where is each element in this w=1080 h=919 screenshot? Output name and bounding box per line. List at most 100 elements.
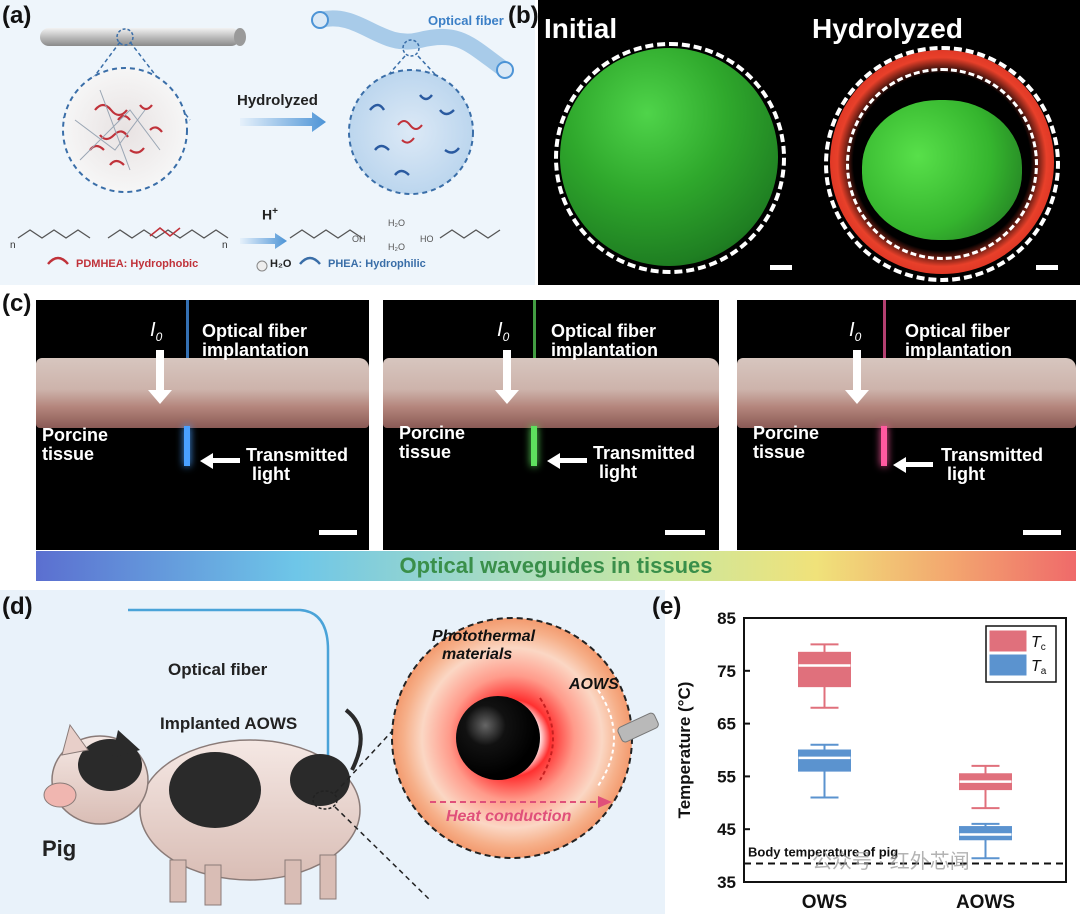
- optical-fiber-line: [128, 608, 330, 780]
- y-tick-label: 65: [717, 715, 736, 734]
- box-T_a: [798, 749, 851, 772]
- y-tick-label: 45: [717, 820, 736, 839]
- hplus-arrow: [240, 233, 287, 249]
- panel-e-label: (e): [652, 593, 682, 620]
- phea-label: PHEA: Hydrophilic: [328, 258, 426, 270]
- scale-bar-initial: [770, 265, 792, 270]
- scale-bar-c2: [665, 530, 705, 535]
- pig-label: Pig: [42, 836, 77, 861]
- porcine-tissue: [737, 358, 1076, 428]
- transmitted-arrow: [212, 458, 240, 463]
- straight-fiber: [40, 28, 240, 46]
- aows-probe: [617, 712, 659, 743]
- legend-label: Tc: [1031, 634, 1046, 653]
- y-tick-label: 35: [717, 873, 736, 892]
- y-tick-label: 85: [717, 609, 736, 628]
- watermark-text: 公众号 · 红外芯闻: [812, 850, 970, 873]
- dashed-boundary-inner: [846, 68, 1038, 260]
- transmitted-light-beam: [881, 426, 887, 466]
- hydrolyzed-arrow: [240, 112, 326, 132]
- incident-arrow: [853, 350, 861, 392]
- transmitted-light-beam: [531, 426, 537, 466]
- transmitted-arrow-head: [547, 453, 560, 469]
- scale-bar-hydrolyzed: [1036, 265, 1058, 270]
- chem-n-right: n: [222, 240, 228, 251]
- panel-a-label: (a): [2, 2, 32, 29]
- transmitted-arrow: [905, 462, 933, 467]
- dashed-boundary-initial: [554, 42, 786, 274]
- y-axis-label: Temperature (°C): [675, 682, 694, 819]
- curved-fiber: [312, 10, 513, 78]
- optical-fiber-label: Optical fiber: [428, 13, 504, 28]
- transmitted-arrow: [559, 458, 587, 463]
- photothermal-ball: [456, 696, 540, 780]
- incident-arrow-head: [845, 390, 869, 404]
- optical-waveguides-label: Optical waveguides in tissues: [399, 553, 713, 578]
- panel-d: [0, 590, 665, 914]
- polymer-network-after: [348, 69, 474, 195]
- legend-swatch: [989, 654, 1027, 676]
- panel-d-illustration: [43, 608, 659, 906]
- spectrum-gradient-bar: [36, 551, 1076, 581]
- i0-label: I0: [150, 319, 163, 344]
- oh-label: OH: [352, 234, 366, 244]
- scale-bar-c3: [1023, 530, 1061, 535]
- fiber-top: [186, 300, 189, 358]
- incident-arrow: [156, 350, 164, 392]
- transmitted-light-beam: [184, 426, 190, 466]
- h2o-label-b: H₂O: [388, 242, 405, 252]
- hplus-label: H+: [262, 206, 278, 223]
- initial-label: Initial: [544, 13, 618, 44]
- plot-frame: [743, 617, 1067, 883]
- x-category-label: AOWS: [956, 892, 1015, 913]
- y-tick-label: 55: [717, 767, 736, 786]
- fluorescence-image-initial: Initial: [538, 0, 800, 285]
- box-T_c: [798, 651, 851, 688]
- x-category-label: OWS: [802, 892, 847, 913]
- implant-site: [312, 790, 338, 810]
- porcine-tissue: [383, 358, 719, 428]
- panel-b-label: (b): [508, 2, 539, 29]
- implanted-aows-label: Implanted AOWS: [160, 714, 298, 733]
- heat-conduction-label: Heat conduction: [446, 808, 572, 825]
- fiber-top: [533, 300, 536, 358]
- fluorescence-image-hydrolyzed: Hydrolyzed: [800, 0, 1080, 285]
- optical-fiber-d-label: Optical fiber: [168, 660, 268, 679]
- i0-label: I0: [849, 319, 862, 344]
- transmitted-arrow-head: [200, 453, 213, 469]
- body-temperature-label: Body temperature of pig: [748, 845, 898, 860]
- incident-arrow: [503, 350, 511, 392]
- transmitted-arrow-head: [893, 457, 906, 473]
- scale-bar-c1: [319, 530, 357, 535]
- legend-label: Ta: [1031, 658, 1047, 677]
- incident-arrow-head: [148, 390, 172, 404]
- hydrolyzed-image-label: Hydrolyzed: [812, 13, 963, 44]
- fiber-top: [883, 300, 886, 358]
- panel-a: n n OH HO H₂O H₂O: [0, 0, 535, 285]
- pig-snout: [43, 782, 77, 808]
- hydrolyzed-label: Hydrolyzed: [237, 92, 318, 109]
- box-T_a: [959, 826, 1012, 841]
- panel-d-label: (d): [2, 593, 33, 620]
- incident-arrow-head: [495, 390, 519, 404]
- i0-label: I0: [497, 319, 510, 344]
- polymer-network-before: [62, 67, 188, 193]
- chem-n-left: n: [10, 240, 16, 251]
- dashed-boundary-outer: [824, 46, 1060, 282]
- panel-a-illustration: n n OH HO H₂O H₂O: [10, 10, 514, 272]
- h2o-label-a: H₂O: [388, 218, 405, 228]
- panel-c-label: (c): [2, 290, 32, 317]
